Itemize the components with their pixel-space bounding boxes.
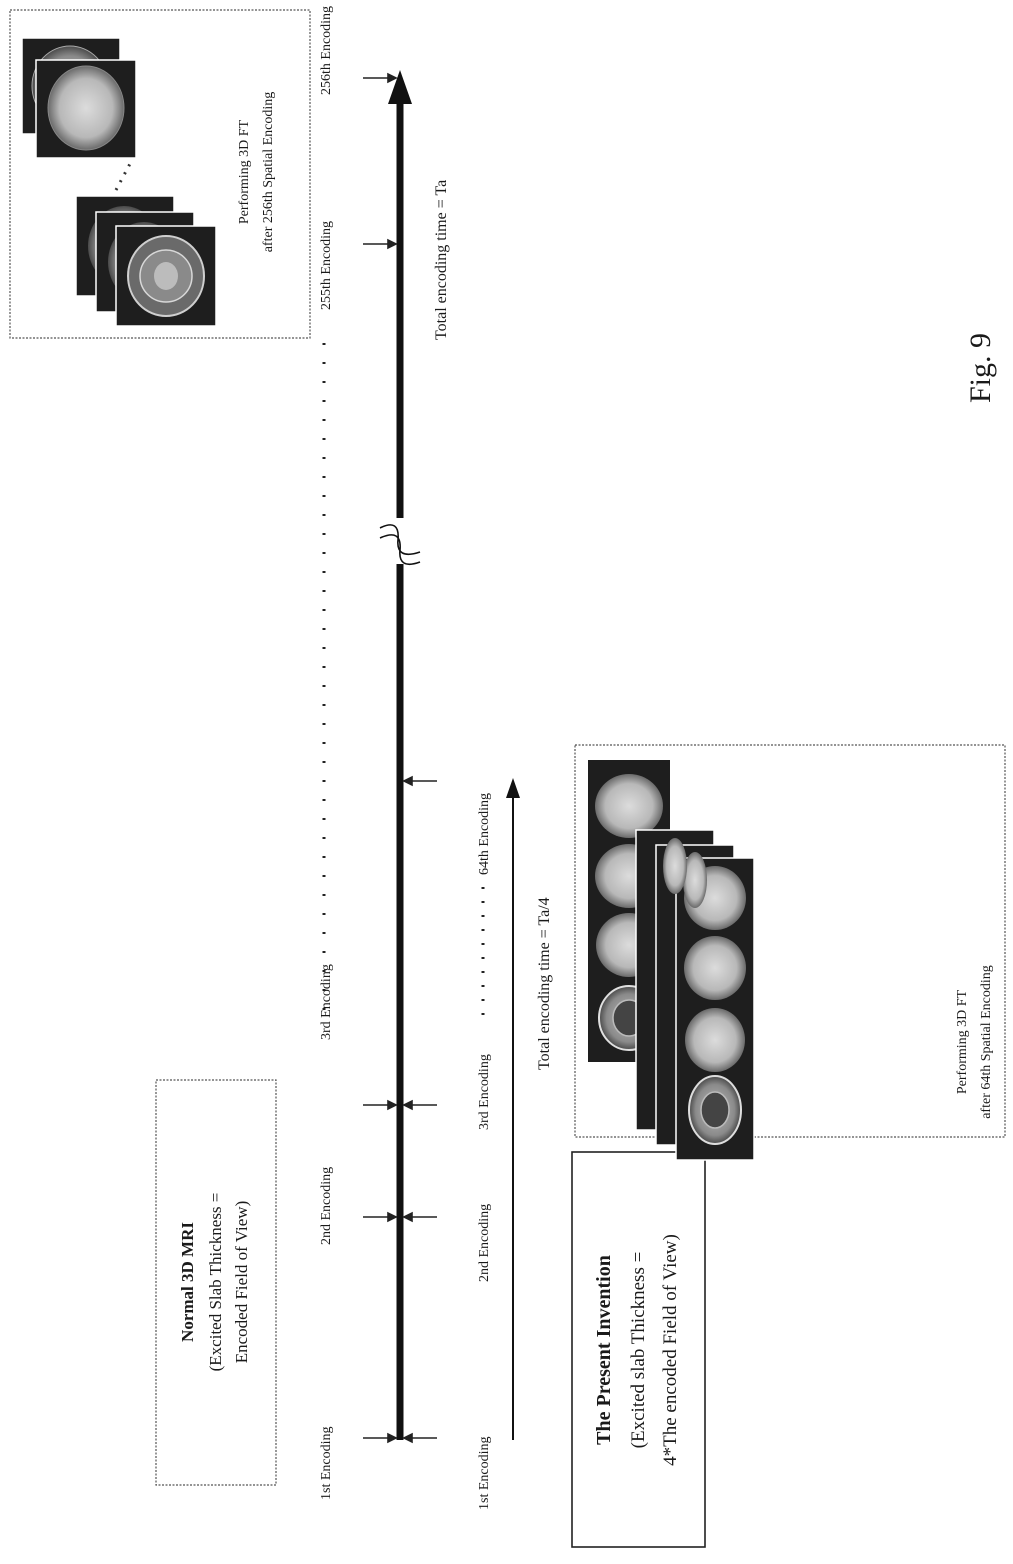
invention-time-arrow: [506, 778, 520, 1440]
invention-ft-caption-line2: after 64th Spatial Encoding: [979, 965, 994, 1119]
normal-mri-title: Normal 3D MRI: [178, 1222, 197, 1342]
normal-ft-image-box: [9, 9, 311, 339]
normal-encoding-3rd-label: 3rd Encoding: [319, 964, 334, 1040]
invention-title: The Present Invention: [593, 1255, 615, 1445]
invention-encoding-2nd-label: 2nd Encoding: [477, 1204, 492, 1282]
normal-total-encoding-time: Total encoding time = Ta: [433, 180, 450, 340]
invention-encoding-3rd-label: 3rd Encoding: [477, 1054, 492, 1130]
normal-ft-caption-line1: Performing 3D FT: [237, 119, 252, 224]
normal-image-stack-top: [21, 37, 137, 159]
normal-timeline: [379, 70, 421, 1440]
normal-encoding-256th-label: 256th Encoding: [319, 6, 334, 95]
invention-image-stack: [635, 829, 755, 1161]
invention-total-encoding-time: Total encoding time = Ta/4: [536, 897, 553, 1070]
invention-condition-line2: 4*The encoded Field of View): [660, 1234, 681, 1466]
invention-condition-line1: (Excited slab Thickness =: [628, 1252, 649, 1449]
invention-encoding-arrows: [402, 775, 437, 1444]
normal-ft-caption-line2: after 256th Spatial Encoding: [261, 92, 276, 253]
invention-label-box: [571, 1151, 706, 1548]
normal-encoding-255th-label: 255th Encoding: [319, 221, 334, 310]
figure-label: Fig. 9: [964, 333, 997, 403]
normal-encoding-1st-label: 1st Encoding: [319, 1427, 334, 1501]
invention-ft-caption-line1: Performing 3D FT: [955, 989, 970, 1094]
invention-encoding-1st-label: 1st Encoding: [477, 1437, 492, 1511]
normal-mri-label-box: [155, 1079, 277, 1486]
normal-mri-label: Normal 3D MRI (Excited Slab Thickness = …: [178, 1193, 251, 1372]
normal-mri-condition-line2: Encoded Field of View): [232, 1201, 251, 1364]
normal-image-stack-bottom: [75, 195, 217, 327]
normal-image-ellipsis: [114, 159, 134, 191]
normal-encoding-2nd-label: 2nd Encoding: [319, 1167, 334, 1245]
invention-ft-image-box: [574, 744, 1006, 1138]
invention-label: The Present Invention (Excited slab Thic…: [593, 1234, 681, 1466]
invention-encoding-64th-label: 64th Encoding: [477, 793, 492, 875]
normal-mri-condition-line1: (Excited Slab Thickness =: [206, 1193, 225, 1372]
normal-encoding-arrows: [363, 72, 398, 1444]
